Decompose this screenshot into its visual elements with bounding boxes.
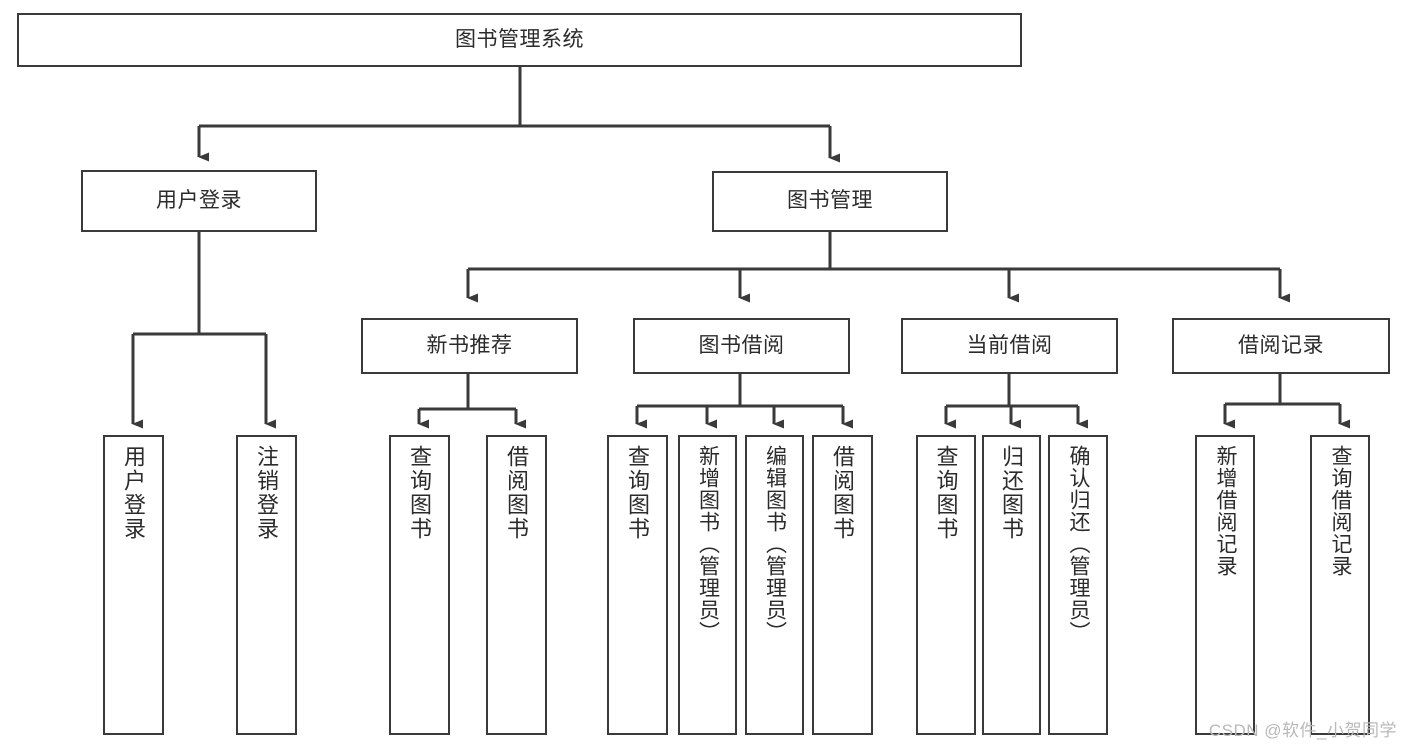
leaf-query-book-borrow[interactable]: 查询图书	[607, 435, 668, 735]
leaf-query-borrow-record[interactable]: 查询借阅记录	[1310, 435, 1370, 735]
leaf-query-book-current-label: 查询图书	[933, 445, 959, 541]
leaf-logout[interactable]: 注销登录	[236, 435, 297, 735]
leaf-edit-book-admin[interactable]: 编辑图书（管理员）	[745, 435, 804, 735]
node-current-borrow[interactable]: 当前借阅	[901, 318, 1118, 374]
node-current-borrow-label: 当前借阅	[966, 333, 1053, 357]
node-book-management-label: 图书管理	[787, 189, 873, 213]
node-user-login-label: 用户登录	[156, 188, 242, 212]
leaf-query-borrow-record-label: 查询借阅记录	[1329, 445, 1353, 577]
leaf-query-book-borrow-label: 查询图书	[625, 445, 651, 541]
leaf-add-book-admin[interactable]: 新增图书（管理员）	[678, 435, 737, 735]
leaf-borrow-book-label: 借阅图书	[830, 445, 856, 541]
leaf-confirm-return-admin-label: 确认归还（管理员）	[1067, 445, 1091, 643]
node-new-book-recommend[interactable]: 新书推荐	[361, 318, 578, 374]
node-user-login[interactable]: 用户登录	[81, 170, 317, 232]
leaf-logout-label: 注销登录	[254, 445, 280, 541]
node-book-management[interactable]: 图书管理	[712, 171, 948, 232]
node-book-borrow-label: 图书借阅	[698, 333, 785, 357]
leaf-confirm-return-admin[interactable]: 确认归还（管理员）	[1048, 435, 1108, 735]
leaf-query-book-recommend[interactable]: 查询图书	[389, 435, 450, 735]
leaf-borrow-book-recommend[interactable]: 借阅图书	[486, 435, 547, 735]
leaf-add-book-admin-label: 新增图书（管理员）	[696, 445, 720, 643]
node-root-label: 图书管理系统	[455, 27, 584, 51]
leaf-user-login[interactable]: 用户登录	[103, 435, 164, 735]
leaf-return-book-label: 归还图书	[999, 445, 1025, 541]
node-borrow-record-label: 借阅记录	[1238, 333, 1324, 357]
leaf-query-book-recommend-label: 查询图书	[407, 445, 433, 541]
leaf-return-book[interactable]: 归还图书	[982, 435, 1041, 735]
leaf-edit-book-admin-label: 编辑图书（管理员）	[763, 445, 787, 643]
watermark: CSDN @软件_小贺同学	[1208, 721, 1397, 740]
leaf-borrow-book-recommend-label: 借阅图书	[504, 445, 530, 541]
leaf-add-borrow-record-label: 新增借阅记录	[1214, 445, 1238, 577]
node-borrow-record[interactable]: 借阅记录	[1172, 318, 1390, 374]
node-new-book-recommend-label: 新书推荐	[426, 333, 513, 357]
node-root[interactable]: 图书管理系统	[17, 13, 1022, 67]
leaf-user-login-label: 用户登录	[121, 445, 147, 541]
node-book-borrow[interactable]: 图书借阅	[633, 318, 850, 374]
leaf-add-borrow-record[interactable]: 新增借阅记录	[1195, 435, 1255, 735]
leaf-borrow-book[interactable]: 借阅图书	[812, 435, 873, 735]
leaf-query-book-current[interactable]: 查询图书	[916, 435, 976, 735]
